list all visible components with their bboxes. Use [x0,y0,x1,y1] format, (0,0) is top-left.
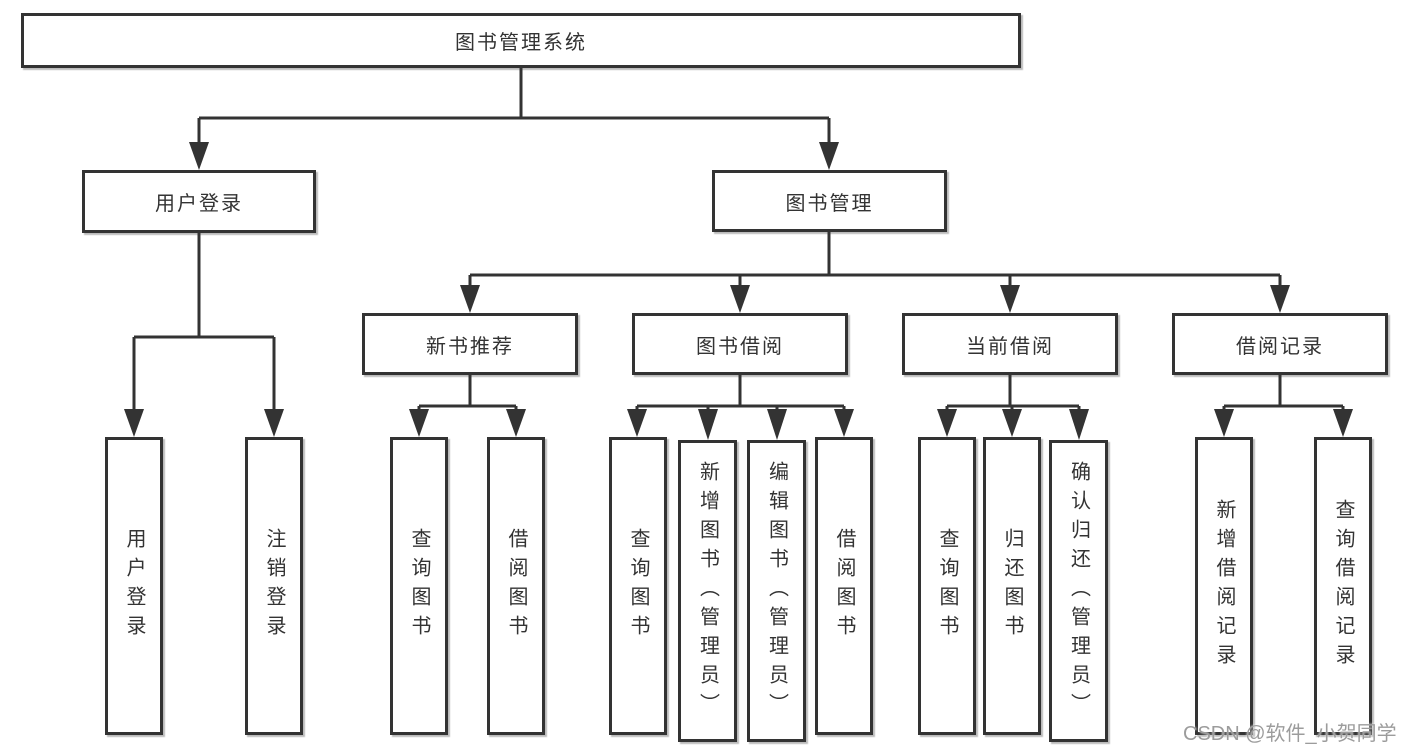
leaf-cb-confirm-return-admin: 确认归还（管理员） [1049,440,1108,742]
connector-root-arrows [189,142,839,170]
leaf-bb-query-books: 查询图书 [609,437,667,735]
connector-book-mgmt-arrows [460,285,1290,313]
connector-book-borrow-arrows [627,409,854,440]
leaf-br-add-record: 新增借阅记录 [1195,437,1253,735]
connector-borrow-records-arrows [1214,409,1353,437]
connector-user-login-arrows [124,409,284,437]
connector-current-borrow-arrows [937,409,1089,440]
leaf-nb-query-books: 查询图书 [390,437,448,735]
leaf-user-login: 用户登录 [105,437,163,735]
connector-new-book-rec [417,374,518,412]
node-user-login: 用户登录 [82,170,316,233]
leaf-bb-edit-books-admin: 编辑图书（管理员） [747,440,806,742]
node-borrow-records: 借阅记录 [1172,313,1388,375]
connector-borrow-records [1222,374,1345,412]
leaf-bb-add-books-admin: 新增图书（管理员） [678,440,737,742]
leaf-br-query-record: 查询借阅记录 [1314,437,1372,735]
leaf-bb-borrow-books: 借阅图书 [815,437,873,735]
node-new-book-rec: 新书推荐 [362,313,578,375]
connector-current-borrow [945,374,1081,412]
node-root: 图书管理系统 [21,13,1021,68]
connector-user-login [132,233,276,412]
csdn-watermark: CSDN @软件_小贺同学 [1183,723,1397,745]
leaf-nb-borrow-books: 借阅图书 [487,437,545,735]
connector-root [197,68,831,145]
connector-book-borrow [635,374,846,412]
connector-book-mgmt [468,232,1282,288]
node-book-mgmt: 图书管理 [712,170,947,232]
leaf-cb-return-books: 归还图书 [983,437,1041,735]
leaf-logout-login: 注销登录 [245,437,303,735]
leaf-cb-query-books: 查询图书 [918,437,976,735]
connector-new-book-rec-arrows [409,409,526,437]
node-current-borrow: 当前借阅 [902,313,1118,375]
node-book-borrow: 图书借阅 [632,313,848,375]
